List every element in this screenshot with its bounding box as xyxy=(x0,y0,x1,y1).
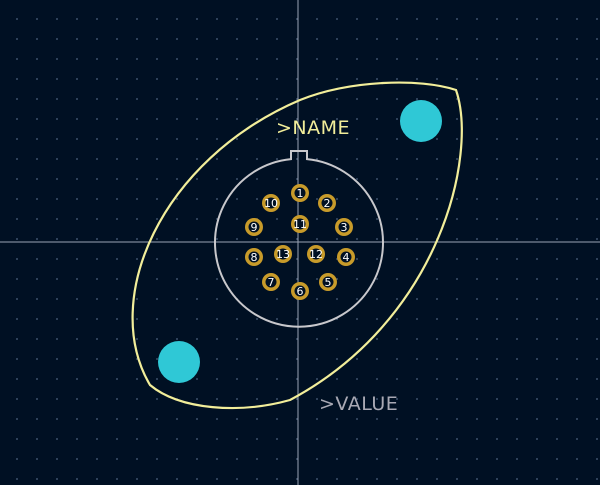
pad-2[interactable]: 2 xyxy=(318,194,336,212)
pad-10-drill xyxy=(265,197,277,209)
pad-12[interactable]: 12 xyxy=(307,245,325,263)
pad-1-drill xyxy=(294,187,306,199)
pad-12-drill xyxy=(310,248,322,260)
pad-6[interactable]: 6 xyxy=(291,282,309,300)
pad-5-drill xyxy=(322,276,334,288)
pad-8-drill xyxy=(248,251,260,263)
silkscreen-outline[interactable] xyxy=(131,81,463,410)
pad-7-number: 7 xyxy=(268,276,275,289)
pad-13-number: 13 xyxy=(276,248,290,261)
pad-7[interactable]: 7 xyxy=(262,273,280,291)
pad-12-number: 12 xyxy=(309,248,323,261)
pad-13[interactable]: 13 xyxy=(274,245,292,263)
pad-5-number: 5 xyxy=(325,276,332,289)
pad-4[interactable]: 4 xyxy=(337,248,355,266)
pad-2-number: 2 xyxy=(324,197,331,210)
pad-10-number: 10 xyxy=(264,197,278,210)
pad-5[interactable]: 5 xyxy=(319,273,337,291)
pad-10[interactable]: 10 xyxy=(262,194,280,212)
pad-9-drill xyxy=(248,221,260,233)
connector-body-outline[interactable] xyxy=(214,150,384,328)
pad-6-number: 6 xyxy=(297,285,304,298)
pad-11-drill xyxy=(294,218,306,230)
pad-3-drill xyxy=(338,221,350,233)
pad-11-number: 11 xyxy=(293,218,307,231)
pad-1-number: 1 xyxy=(297,187,304,200)
pad-7-drill xyxy=(265,276,277,288)
pad-6-drill xyxy=(294,285,306,297)
pad-3[interactable]: 3 xyxy=(335,218,353,236)
pad-9-number: 9 xyxy=(251,221,258,234)
pad-1[interactable]: 1 xyxy=(291,184,309,202)
mounting-hole-bottom-left[interactable] xyxy=(158,341,200,383)
pad-13-drill xyxy=(277,248,289,260)
pad-9[interactable]: 9 xyxy=(245,218,263,236)
reference-label[interactable]: >NAME xyxy=(276,117,350,139)
pad-3-number: 3 xyxy=(341,221,348,234)
pad-4-drill xyxy=(340,251,352,263)
value-label[interactable]: >VALUE xyxy=(319,393,398,415)
mounting-hole-top-right[interactable] xyxy=(400,100,442,142)
pad-8-number: 8 xyxy=(251,251,258,264)
pad-8[interactable]: 8 xyxy=(245,248,263,266)
pad-4-number: 4 xyxy=(343,251,350,264)
pad-2-drill xyxy=(321,197,333,209)
pad-11[interactable]: 11 xyxy=(291,215,309,233)
